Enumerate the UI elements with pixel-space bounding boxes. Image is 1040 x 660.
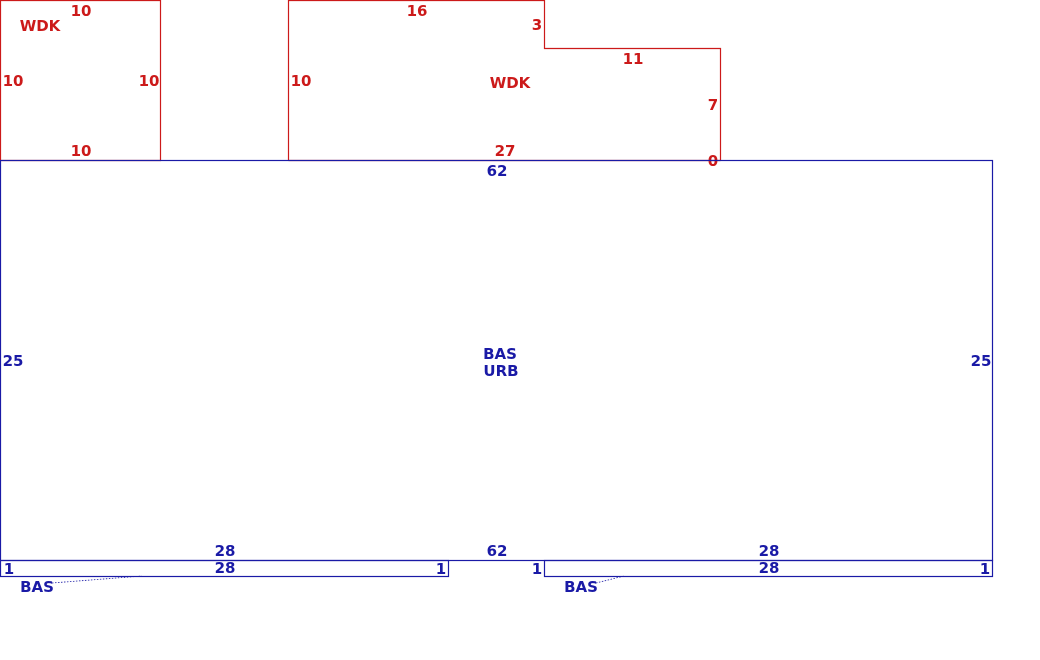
strip-right-bottom-dim: 28 xyxy=(759,559,780,577)
strip-left-code: BAS xyxy=(20,578,54,596)
strip-right: 28 28 1 1 BAS xyxy=(532,542,994,596)
strip-right-top-dim: 28 xyxy=(759,542,780,560)
deck-mid-left-dim: 10 xyxy=(291,72,312,90)
deck-mid: WDK 16 3 11 7 10 27 0 xyxy=(287,0,722,170)
strip-right-right-dim: 1 xyxy=(980,560,990,578)
strip-left-outline xyxy=(0,559,450,578)
strip-right-code: BAS xyxy=(564,578,598,596)
deck-left-top-dim: 10 xyxy=(71,2,92,20)
deck-left-right-dim: 10 xyxy=(139,72,160,90)
deck-mid-step-run-dim: 11 xyxy=(623,50,644,68)
base-left-dim: 25 xyxy=(3,352,24,370)
strip-right-outline xyxy=(543,559,994,578)
strip-left-left-dim: 1 xyxy=(4,560,14,578)
strip-left-top-dim: 28 xyxy=(215,542,236,560)
base-code-line2: URB xyxy=(483,362,518,380)
strip-left-right-dim: 1 xyxy=(436,560,446,578)
base-code-line1: BAS xyxy=(483,345,517,363)
strip-left: 28 28 1 1 BAS xyxy=(0,542,450,596)
deck-mid-bottom-dim: 27 xyxy=(495,142,516,160)
deck-mid-code: WDK xyxy=(490,74,532,92)
base-outline xyxy=(0,159,994,562)
deck-mid-right-dim: 7 xyxy=(708,96,718,114)
base-area: BAS URB 62 62 25 25 xyxy=(0,159,994,562)
deck-mid-step-down-dim: 3 xyxy=(532,16,542,34)
base-right-dim: 25 xyxy=(971,352,992,370)
deck-left-left-dim: 10 xyxy=(3,72,24,90)
deck-left-bottom-dim: 10 xyxy=(71,142,92,160)
deck-mid-outline xyxy=(287,0,722,161)
base-top-dim: 62 xyxy=(487,162,508,180)
deck-left: WDK 10 10 10 10 xyxy=(0,0,162,162)
strip-right-left-dim: 1 xyxy=(532,560,542,578)
base-bottom-dim: 62 xyxy=(487,542,508,560)
strip-left-leader xyxy=(51,575,143,584)
deck-left-code: WDK xyxy=(20,17,62,35)
deck-mid-top-dim: 16 xyxy=(407,2,428,20)
strip-left-bottom-dim: 28 xyxy=(215,559,236,577)
strip-right-leader xyxy=(595,575,625,584)
